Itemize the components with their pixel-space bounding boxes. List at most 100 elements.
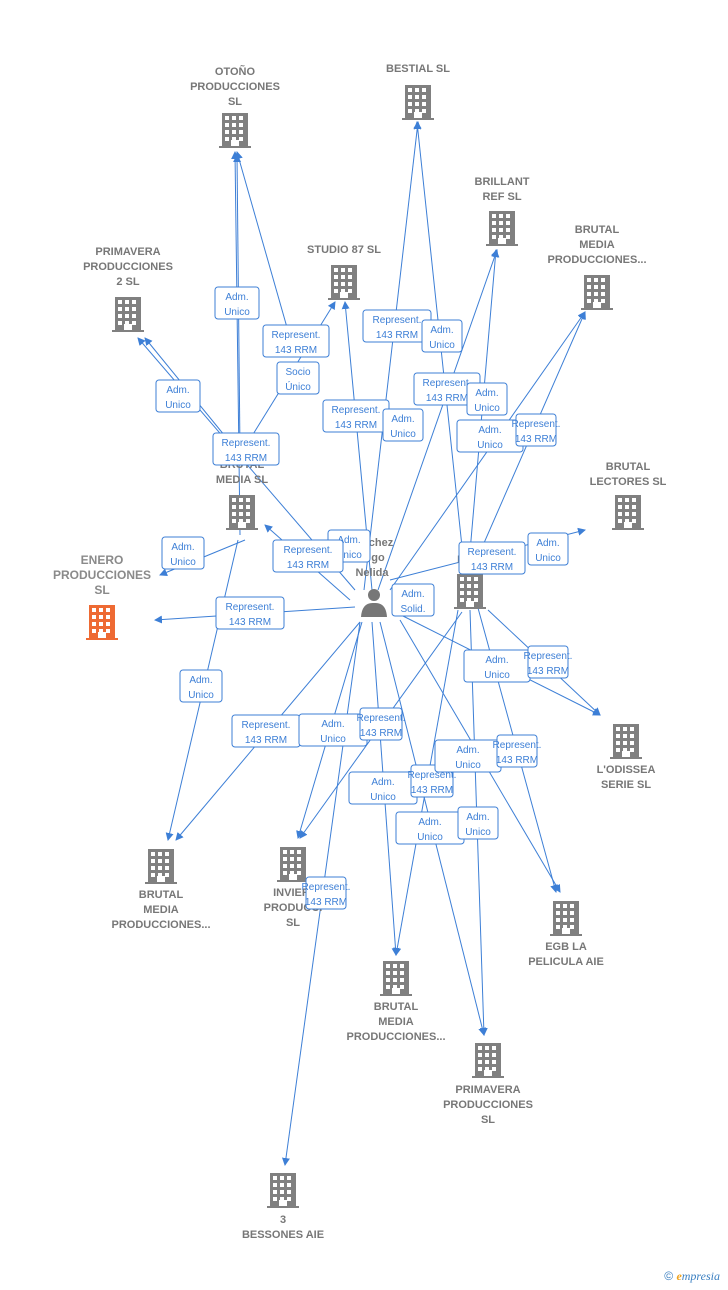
badge-detail: Unico	[484, 670, 510, 681]
company-node-bestial[interactable]: BESTIAL SL	[386, 63, 450, 120]
company-node-brutalmedia2[interactable]: BRUTALMEDIAPRODUCCIONES...	[111, 849, 211, 931]
badge-detail: 143 RRM	[305, 897, 347, 908]
badge-role: Represent.	[226, 602, 275, 613]
building-icon	[610, 724, 642, 759]
relationship-badge[interactable]: Adm.Unico	[457, 806, 499, 840]
relationship-badge[interactable]: Adm.Unico	[214, 286, 260, 320]
building-icon	[145, 849, 177, 884]
footer-brand: © empresia	[664, 1269, 720, 1284]
edge-layer	[137, 121, 601, 1166]
relationship-badge[interactable]: Represent. 143 RRM	[302, 876, 351, 910]
badge-detail: Único	[285, 380, 311, 393]
relationship-badge[interactable]: Represent.143 RRM	[357, 707, 406, 741]
relationship-badge[interactable]: Adm.Unico	[382, 408, 424, 442]
building-icon	[219, 113, 251, 148]
relationship-badge[interactable]: Represent.143 RRM	[512, 413, 561, 447]
relationship-badge[interactable]: Represent.143 RRM	[408, 764, 457, 798]
relationship-badge[interactable]: Adm.Unico	[155, 379, 201, 413]
badge-role: Represent.	[302, 882, 351, 893]
company-name: MEDIA	[143, 904, 179, 916]
relationship-badge[interactable]: Adm.Unico	[527, 532, 569, 566]
company-name: MEDIA	[579, 239, 615, 251]
company-name: 3	[280, 1214, 286, 1226]
relationship-edge	[231, 151, 241, 536]
badge-detail: Unico	[535, 553, 561, 564]
relationship-badge[interactable]: Adm.Unico	[395, 811, 465, 845]
relationship-badge[interactable]: Adm.Unico	[348, 771, 418, 805]
badge-detail: Unico	[429, 340, 455, 351]
badge-detail: Unico	[477, 440, 503, 451]
badge-detail: 143 RRM	[496, 755, 538, 766]
relationship-badge[interactable]: Represent.143 RRM	[262, 324, 330, 358]
building-icon	[612, 495, 644, 530]
company-node-studio87[interactable]: STUDIO 87 SL	[307, 244, 381, 300]
company-name: BRUTAL	[606, 461, 651, 473]
relationship-badge[interactable]: Represent. 143 RRM	[458, 541, 526, 575]
company-node-brutalmedia1[interactable]: BRUTALMEDIAPRODUCCIONES...	[547, 224, 647, 310]
building-icon	[328, 265, 360, 300]
badge-role: Adm.	[166, 385, 189, 396]
badge-role: Adm.	[337, 535, 360, 546]
relationship-badge[interactable]: Represent.143 RRM	[215, 596, 285, 630]
badge-detail: 143 RRM	[527, 666, 569, 677]
relationship-badge[interactable]: Adm.Unico	[179, 669, 223, 703]
relationship-badge[interactable]: Represent.143 RRM	[212, 432, 280, 466]
badge-detail: Unico	[417, 832, 443, 843]
company-node-brutalmedia3[interactable]: BRUTALMEDIAPRODUCCIONES...	[346, 961, 446, 1043]
badge-role: Represent.	[468, 547, 517, 558]
company-name: SL	[228, 96, 242, 108]
person-name: Nelida	[355, 567, 389, 579]
relationship-badge[interactable]: Adm.Unico	[434, 739, 502, 773]
badge-role: Adm.	[456, 745, 479, 756]
badge-detail: Solid.	[400, 604, 425, 615]
relationship-edge	[363, 121, 422, 591]
relationship-badge[interactable]: Represent.143 RRM	[231, 714, 301, 748]
relationship-badge[interactable]: Adm.Unico	[421, 319, 463, 353]
relationship-badge[interactable]: Adm.Unico	[463, 649, 531, 683]
relationship-badge[interactable]: Represent.143 RRM	[524, 645, 573, 679]
relationship-badge[interactable]: Adm.Unico	[466, 382, 508, 416]
building-icon	[550, 901, 582, 936]
company-name: PRIMAVERA	[455, 1084, 520, 1096]
badge-detail: Unico	[188, 690, 214, 701]
company-name: ENERO	[81, 553, 124, 567]
badge-role: Adm.	[171, 542, 194, 553]
badge-role: Socio	[285, 367, 310, 378]
company-name: PRODUCCIONES...	[111, 919, 210, 931]
badge-detail: Unico	[170, 557, 196, 568]
building-icon	[454, 574, 486, 609]
badge-role: Represent.	[408, 770, 457, 781]
badge-detail: 143 RRM	[471, 562, 513, 573]
relationship-badge[interactable]: Adm.Solid.	[391, 583, 435, 617]
company-name: SL	[481, 1114, 495, 1126]
relationship-badge[interactable]: Represent.143 RRM	[322, 399, 390, 433]
badge-detail: 143 RRM	[335, 420, 377, 431]
relationship-badge[interactable]: Represent.143 RRM	[272, 539, 344, 573]
badge-detail: Unico	[370, 792, 396, 803]
building-icon	[402, 85, 434, 120]
relationship-badge[interactable]: Adm. Unico	[161, 536, 205, 570]
badge-role: Adm.	[391, 414, 414, 425]
relationship-badge[interactable]: Represent.143 RRM	[362, 309, 432, 343]
company-name: MEDIA SL	[216, 474, 268, 486]
relationship-badge[interactable]: Represent. 143 RRM	[493, 734, 542, 768]
badge-detail: 143 RRM	[426, 393, 468, 404]
company-name: BRUTAL	[575, 224, 620, 236]
building-icon	[380, 961, 412, 996]
badge-role: Represent.	[493, 740, 542, 751]
